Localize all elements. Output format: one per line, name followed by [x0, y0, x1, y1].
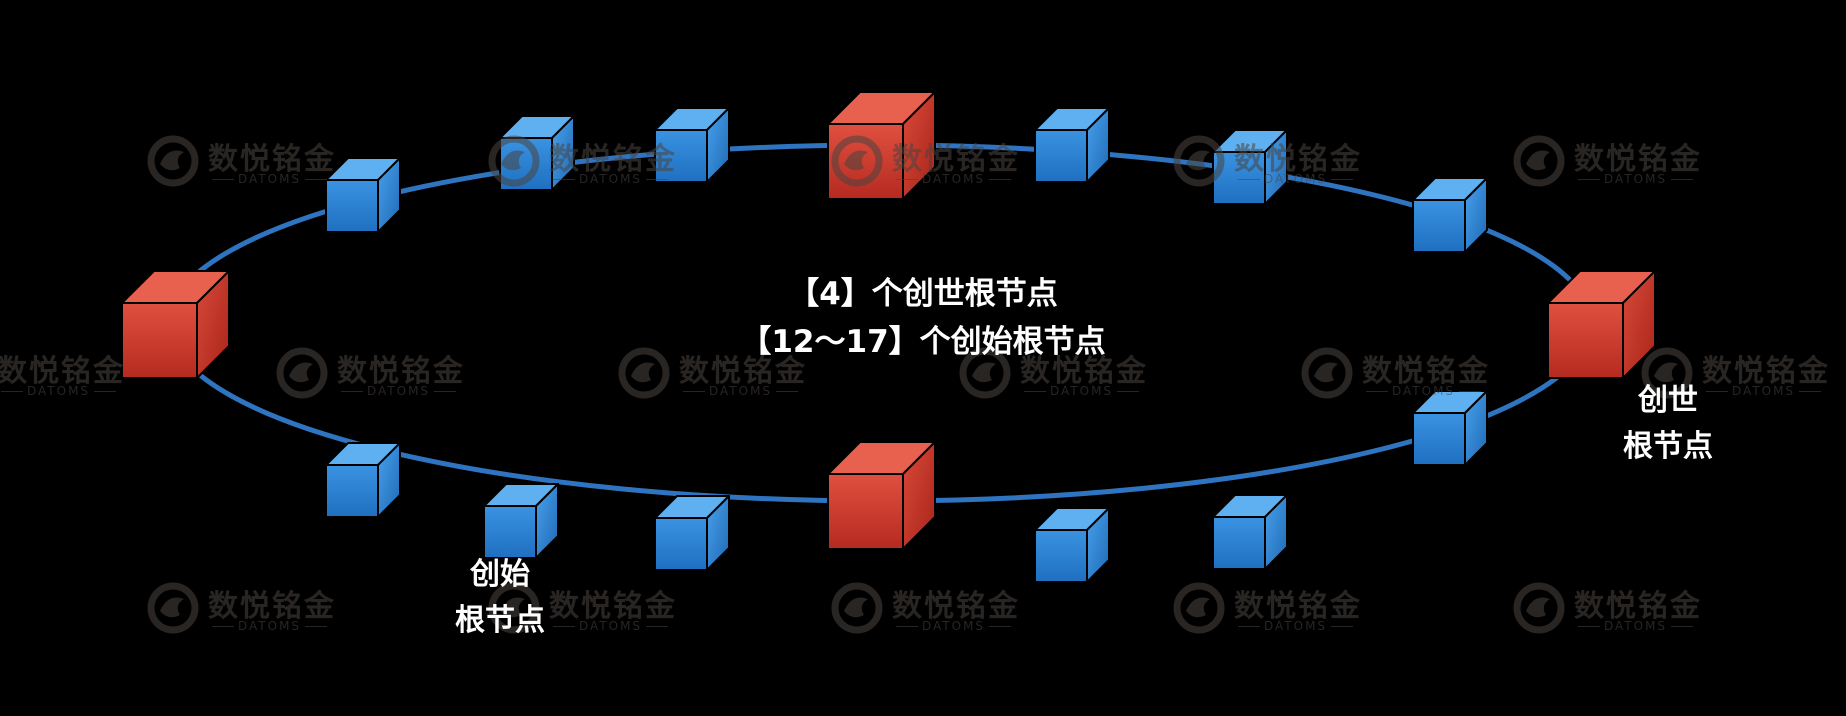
genesis-node-label-line-1: 创世 [1638, 383, 1698, 418]
genesis-node-1 [121, 270, 230, 379]
origin-node-10 [654, 495, 730, 571]
origin-node-label-line-2: 根节点 [455, 603, 545, 638]
center-title-line-2: 【12～17】个创始根节点 [740, 324, 1106, 360]
dragon-swirl-logo-icon [276, 347, 328, 399]
dragon-swirl-logo-icon [147, 582, 199, 634]
origin-node-label-line-1: 创始 [470, 557, 530, 592]
watermark-sub: DATOMS [549, 172, 667, 186]
watermark-sub: DATOMS [1020, 384, 1138, 398]
origin-node-7 [1412, 390, 1488, 466]
origin-node-8 [1212, 494, 1288, 570]
dragon-swirl-logo-icon [1641, 347, 1693, 399]
watermark-sub: DATOMS [1702, 384, 1820, 398]
watermark-sub: DATOMS [337, 384, 455, 398]
genesis-node-label: 创世 根节点 [1608, 378, 1728, 470]
watermark-sub: DATOMS [1574, 619, 1692, 633]
dragon-swirl-logo-icon [831, 582, 883, 634]
origin-node-label: 创始 根节点 [440, 552, 560, 644]
dragon-swirl-logo-icon [488, 582, 540, 634]
dragon-swirl-logo-icon [147, 135, 199, 187]
dragon-swirl-logo-icon [1173, 582, 1225, 634]
origin-node-9 [1034, 507, 1110, 583]
watermark-sub: DATOMS [208, 619, 326, 633]
watermark-sub: DATOMS [0, 384, 115, 398]
origin-node-11 [483, 483, 559, 559]
watermark-sub: DATOMS [1574, 172, 1692, 186]
watermark-sub: DATOMS [1234, 619, 1352, 633]
watermark-sub: DATOMS [549, 619, 667, 633]
origin-node-1 [325, 157, 401, 233]
center-title: 【4】个创世根节点 【12～17】个创始根节点 [623, 270, 1223, 366]
origin-node-4 [1034, 107, 1110, 183]
origin-node-6 [1412, 177, 1488, 253]
watermark-sub: DATOMS [892, 172, 1010, 186]
watermark-sub: DATOMS [1234, 172, 1352, 186]
dragon-swirl-logo-icon [831, 135, 883, 187]
origin-node-12 [325, 442, 401, 518]
watermark-sub: DATOMS [208, 172, 326, 186]
dragon-swirl-logo-icon [488, 135, 540, 187]
dragon-swirl-logo-icon [959, 347, 1011, 399]
watermark-sub: DATOMS [892, 619, 1010, 633]
dragon-swirl-logo-icon [1513, 582, 1565, 634]
dragon-swirl-logo-icon [618, 347, 670, 399]
dragon-swirl-logo-icon [1513, 135, 1565, 187]
center-title-line-1: 【4】个创世根节点 [788, 276, 1058, 312]
genesis-node-3 [1547, 270, 1656, 379]
genesis-node-label-line-2: 根节点 [1623, 429, 1713, 464]
dragon-swirl-logo-icon [1301, 347, 1353, 399]
watermark-sub: DATOMS [679, 384, 797, 398]
dragon-swirl-logo-icon [1173, 135, 1225, 187]
genesis-node-4 [827, 441, 936, 550]
watermark-sub: DATOMS [1362, 384, 1480, 398]
